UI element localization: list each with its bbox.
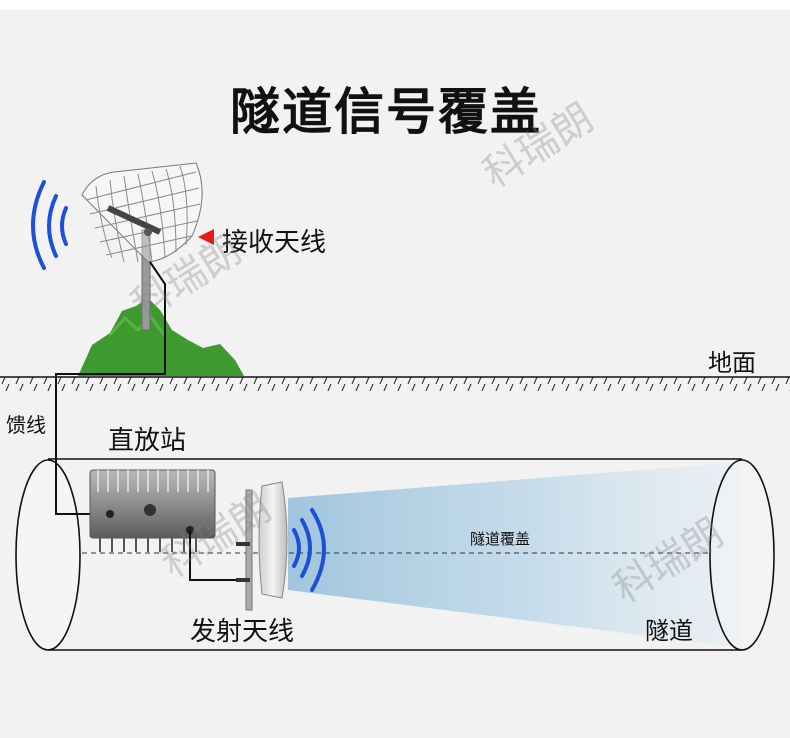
- mountain-icon: [78, 298, 244, 376]
- ground-line: [0, 376, 790, 391]
- signal-wave-icon: [31, 180, 68, 270]
- grid-antenna-icon: [81, 162, 203, 331]
- tunnel-outline: [15, 458, 775, 651]
- coverage-beam: [288, 462, 742, 648]
- top-band: [0, 0, 790, 10]
- repeater-unit-icon: [89, 469, 216, 552]
- tunnel-coverage-label: 隧道覆盖: [470, 530, 531, 548]
- tunnel-label: 隧道: [645, 617, 693, 645]
- feeder-label: 馈线: [6, 413, 46, 437]
- repeater-label: 直放站: [108, 426, 187, 456]
- jumper-cable: [189, 530, 244, 581]
- receive-antenna-label: 接收天线: [222, 228, 327, 258]
- ground-label: 地面: [708, 349, 756, 377]
- signal-wave-icon: [292, 508, 326, 592]
- diagram-title: 隧道信号覆盖: [230, 83, 542, 141]
- marker-triangle-icon: [198, 229, 214, 245]
- transmit-antenna-label: 发射天线: [190, 617, 295, 647]
- panel-antenna-icon: [236, 481, 288, 611]
- feeder-cable: [55, 261, 166, 515]
